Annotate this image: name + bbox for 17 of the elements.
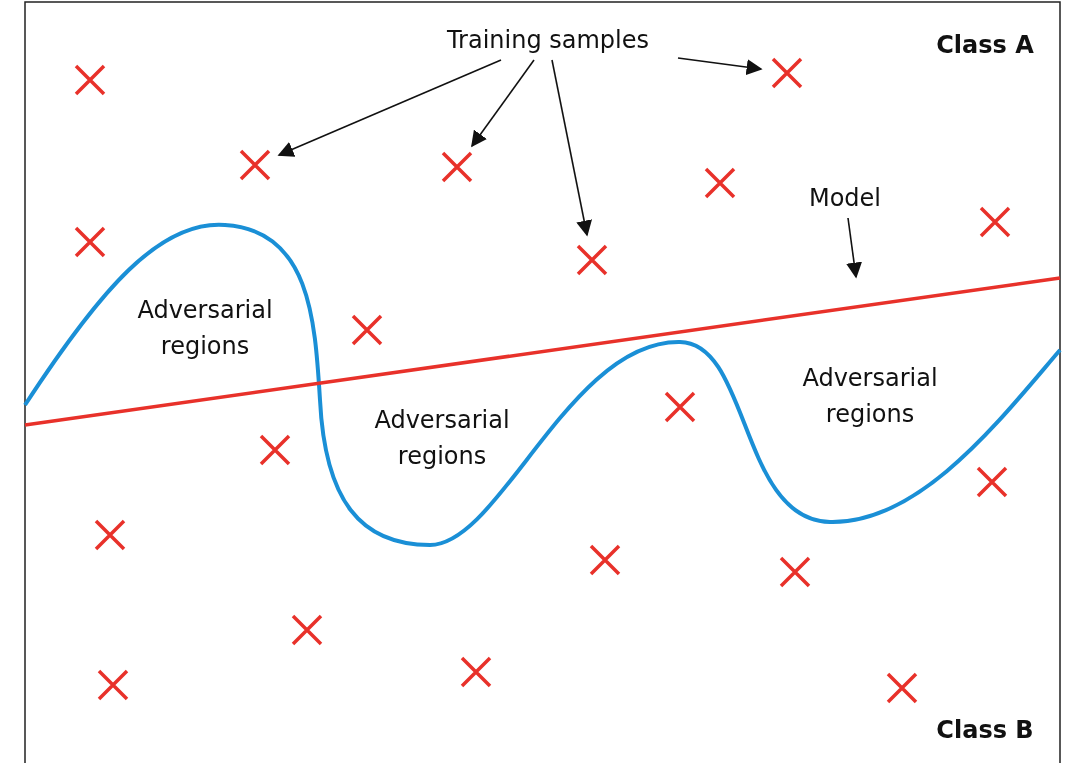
cross-mark	[771, 57, 803, 89]
region-label: Adversarial regions	[136, 295, 274, 362]
region-label: Adversarial regions	[373, 405, 511, 472]
region-label: Adversarial regions	[801, 363, 939, 430]
cross-mark	[441, 151, 473, 183]
callout-text: Training samples	[418, 23, 678, 57]
cross-mark	[576, 244, 608, 276]
callout-text: Model	[790, 181, 900, 215]
class-label: Class B	[935, 715, 1035, 746]
arrow	[471, 59, 535, 148]
arrow	[677, 57, 763, 76]
class-label: Class A	[935, 30, 1035, 61]
arrow	[277, 59, 502, 157]
cross-mark	[239, 149, 271, 181]
arrow	[551, 59, 592, 237]
model-line	[24, 276, 1061, 427]
arrow	[846, 217, 862, 279]
